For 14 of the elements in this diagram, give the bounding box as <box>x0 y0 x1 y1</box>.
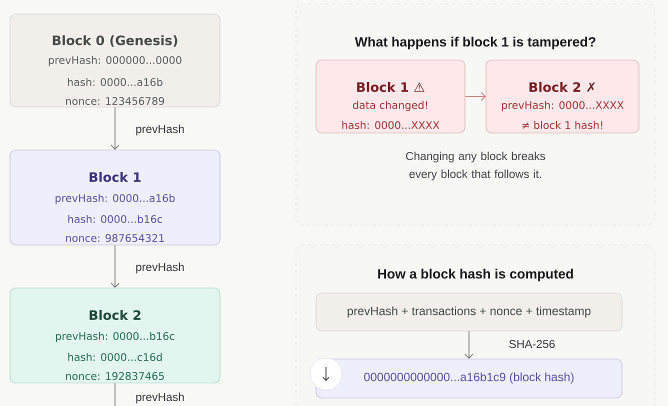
formula-box: 0000000000000...a16b1c9 (block hash) <box>316 358 622 398</box>
formula-box: prevHash + transactions + nonce + timestamp <box>316 292 622 332</box>
arrow <box>464 92 486 101</box>
block-box: Block 1 prevHash: 0000...a16b hash: 0000...b16c nonce: 987654321 <box>10 150 220 246</box>
edge-label: prevHash <box>134 392 186 404</box>
arrow <box>110 106 120 150</box>
block-box: Block 2 ✗ prevHash: 0000...XXXX ≠ block 1 hash! <box>486 60 640 134</box>
arrow <box>464 330 474 359</box>
edge-label: prevHash <box>134 262 186 274</box>
edge-label: prevHash <box>134 124 186 136</box>
block-box: Block 2 prevHash: 0000...b16c hash: 0000...c16d nonce: 192837465 <box>10 288 220 384</box>
block-box: Block 0 (Genesis) prevHash: 000000...0000 hash: 0000...a16b nonce: 123456789 <box>10 14 220 108</box>
arrow <box>110 244 120 288</box>
block-box: Block 1 ⚠ data changed! hash: 0000...XXXX <box>316 60 466 134</box>
